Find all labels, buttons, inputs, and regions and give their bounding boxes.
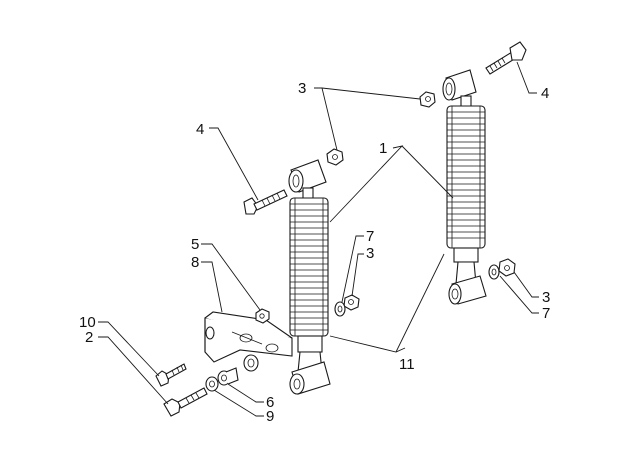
coil-spring-right [446,105,486,249]
nut-3-side-left [343,294,360,311]
bolt-4-left [243,189,288,215]
nut-5 [255,308,270,324]
mounting-bracket-8 [204,311,293,363]
callout-4-left: 4 [196,121,204,138]
callout-11: 11 [399,356,415,373]
callout-5: 5 [191,236,199,253]
callout-labels: 1 3 4 4 5 8 7 3 3 7 11 10 2 6 9 [79,80,550,425]
spacer [243,354,259,372]
callout-3-top: 3 [298,80,306,97]
callout-3-left: 3 [366,245,374,262]
callout-10: 10 [79,314,96,331]
washer-9 [205,376,219,392]
washer-7-left [334,301,346,317]
callout-6: 6 [266,394,274,411]
callout-4-right: 4 [541,85,549,102]
callout-7-right: 7 [542,305,550,322]
nut-3-top-left [326,148,344,166]
shock-absorber-right [442,69,487,305]
callout-9: 9 [266,408,274,425]
bushing-6 [217,367,239,386]
bolt-4-right [485,41,527,75]
bolt-2 [163,387,208,417]
washer-7-right [488,264,500,280]
leader-lines [98,61,539,417]
callout-8: 8 [191,254,199,271]
shock-absorber-left [288,159,331,395]
nut-3-bottom-right [498,258,516,277]
coil-spring-left [289,197,329,337]
bolt-10 [155,363,187,387]
nut-3-top-right [419,91,436,108]
callout-3-right: 3 [542,289,550,306]
callout-7-left: 7 [366,228,374,245]
callout-2: 2 [85,329,93,346]
callout-1: 1 [379,140,387,157]
